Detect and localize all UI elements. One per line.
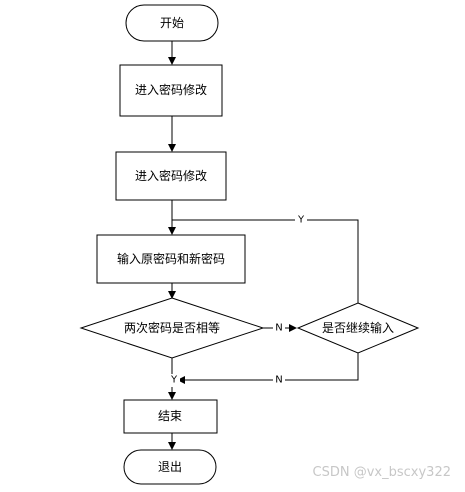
node-exit-label: 退出 <box>158 460 182 474</box>
node-input-label: 输入原密码和新密码 <box>117 251 225 266</box>
label-bg-compare-yes <box>168 374 180 387</box>
node-step2: 进入密码修改 <box>115 151 227 201</box>
label-bg-compare-no <box>273 321 285 334</box>
node-step2-label: 进入密码修改 <box>135 168 207 183</box>
node-step1-label: 进入密码修改 <box>135 82 207 97</box>
node-continue: 是否继续输入 <box>296 302 420 354</box>
node-compare: 两次密码是否相等 <box>79 297 265 359</box>
edge-label-continue-yes: Y <box>297 215 305 226</box>
watermark-text: CSDN @vx_bscxy322 <box>312 465 451 480</box>
node-exit: 退出 <box>123 449 217 485</box>
edge-label-continue-no: N <box>275 375 282 386</box>
label-bg-continue-yes <box>295 213 307 226</box>
node-finish-label: 结束 <box>158 409 182 423</box>
edge-label-compare-yes: Y <box>170 375 178 386</box>
node-step1: 进入密码修改 <box>119 64 223 117</box>
node-start: 开始 <box>125 4 219 42</box>
edge-continue-yes-loop <box>172 219 359 303</box>
node-input: 输入原密码和新密码 <box>96 234 246 284</box>
label-bg-continue-no <box>273 374 285 387</box>
edge-label-compare-no: N <box>275 323 282 334</box>
edge-labels: Y N Y N <box>168 213 307 387</box>
node-compare-label: 两次密码是否相等 <box>124 320 220 335</box>
node-continue-label: 是否继续输入 <box>322 320 394 335</box>
node-start-label: 开始 <box>160 16 184 30</box>
node-finish: 结束 <box>123 399 218 434</box>
edge-continue-no-to-finish <box>177 353 359 384</box>
